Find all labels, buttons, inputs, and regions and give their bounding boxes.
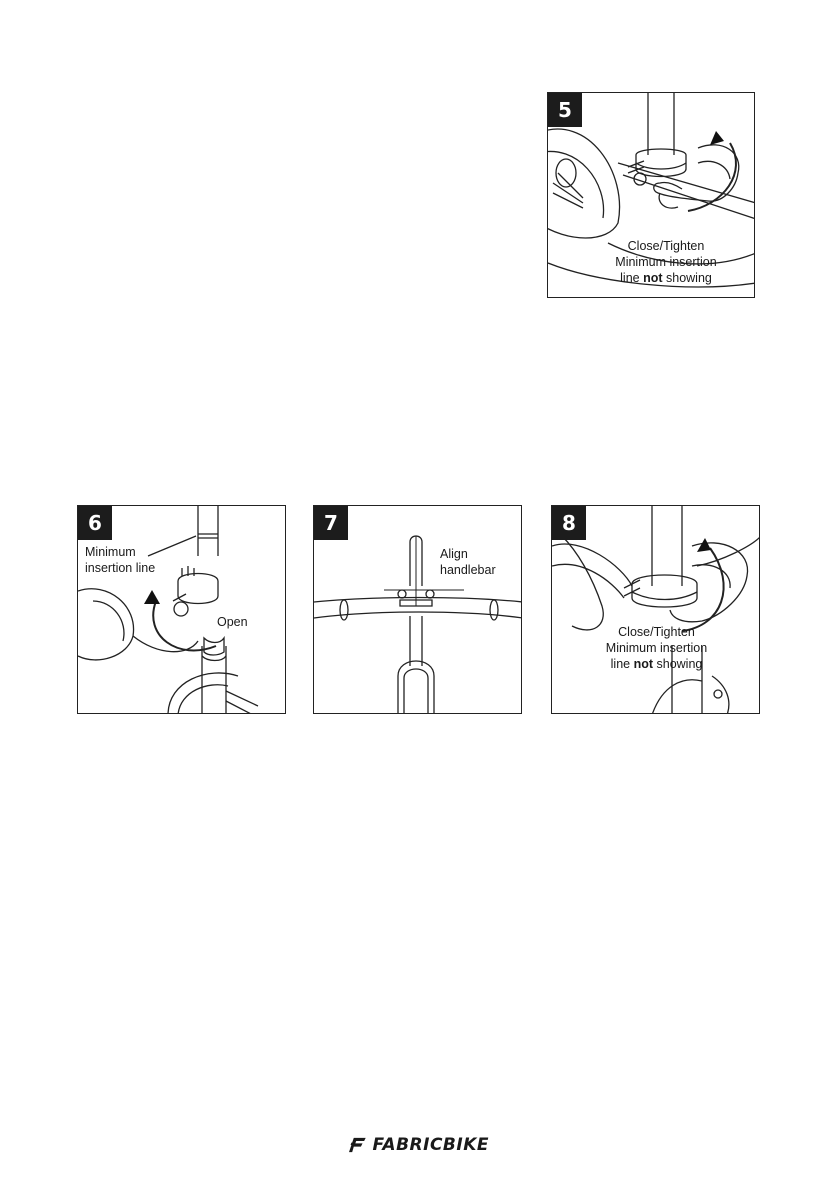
arrow-icon xyxy=(142,590,164,612)
caption-line: line not showing xyxy=(552,656,760,672)
minimum-insertion-line-label: Minimum insertion line xyxy=(85,544,155,576)
caption-line: Close/Tighten xyxy=(552,624,760,640)
step-5-panel: 5 Close/Tighten Minimum insertion line n… xyxy=(547,92,755,298)
step-8-panel: 8 Close/Tighten Minimum insertion line n… xyxy=(551,505,760,714)
fabricbike-logo-icon xyxy=(349,1135,367,1155)
step-5-caption: Close/Tighten Minimum insertion line not… xyxy=(586,238,746,286)
step-number-badge: 6 xyxy=(78,506,112,540)
arrow-icon xyxy=(693,536,715,558)
caption-line: line not showing xyxy=(586,270,746,286)
arrow-icon xyxy=(706,129,728,151)
caption-line: Close/Tighten xyxy=(586,238,746,254)
fabricbike-logo: FABRICBIKE xyxy=(349,1132,489,1158)
label-line: insertion line xyxy=(85,560,155,576)
label-line: Align xyxy=(440,546,496,562)
label-line: Minimum xyxy=(85,544,155,560)
brand-wordmark: FABRICBIKE xyxy=(373,1135,490,1155)
step-7-panel: 7 Align handlebar xyxy=(313,505,522,714)
align-handlebar-label: Align handlebar xyxy=(440,546,496,578)
step-8-caption: Close/Tighten Minimum insertion line not… xyxy=(552,624,760,672)
step-6-panel: 6 Minimum insertion line Open xyxy=(77,505,286,714)
label-line: handlebar xyxy=(440,562,496,578)
caption-line: Minimum insertion xyxy=(586,254,746,270)
step-number-badge: 5 xyxy=(548,93,582,127)
step-number-badge: 7 xyxy=(314,506,348,540)
step-number-badge: 8 xyxy=(552,506,586,540)
open-label: Open xyxy=(217,614,248,630)
caption-line: Minimum insertion xyxy=(552,640,760,656)
